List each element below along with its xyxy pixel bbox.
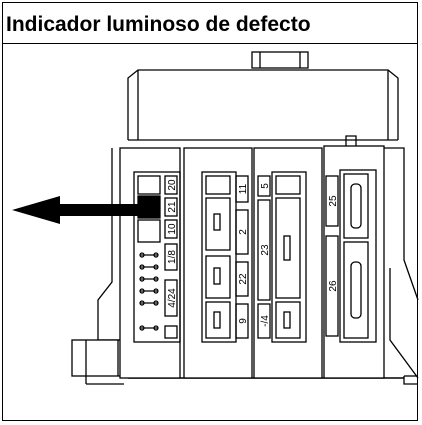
left-mounting-bracket xyxy=(71,148,129,385)
fuse-label-10: 10 xyxy=(167,223,178,235)
fuse-label-21: 21 xyxy=(167,201,178,213)
right-mounting-bracket xyxy=(384,147,419,385)
figure-title: Indicador luminoso de defecto xyxy=(6,13,311,36)
fuse-label-1-8: 1/8 xyxy=(167,250,178,264)
fuse-label-2: 2 xyxy=(238,229,249,235)
fuse-label-20: 20 xyxy=(167,179,178,191)
figure-frame xyxy=(2,2,418,421)
fuse-label-26: 26 xyxy=(328,280,339,292)
fuse-module-3 xyxy=(253,147,323,379)
fuse-label-minus-4: -/4 xyxy=(260,315,271,327)
fuse-label-22: 22 xyxy=(238,273,249,285)
fuse-label-11: 11 xyxy=(238,183,249,194)
fuse-label-5: 5 xyxy=(260,183,271,189)
fuse-label-4-24: 4/24 xyxy=(167,288,178,308)
fuse-label-25: 25 xyxy=(328,195,339,207)
fault-indicator-arrow xyxy=(12,196,138,224)
title-divider xyxy=(2,43,418,44)
top-housing xyxy=(127,51,399,146)
fuse-module-2 xyxy=(183,147,253,379)
fuse-label-23: 23 xyxy=(260,244,271,256)
fuse-module-4 xyxy=(323,145,385,379)
fuse-module-1 xyxy=(119,147,181,379)
fuse-label-9: 9 xyxy=(238,318,249,324)
